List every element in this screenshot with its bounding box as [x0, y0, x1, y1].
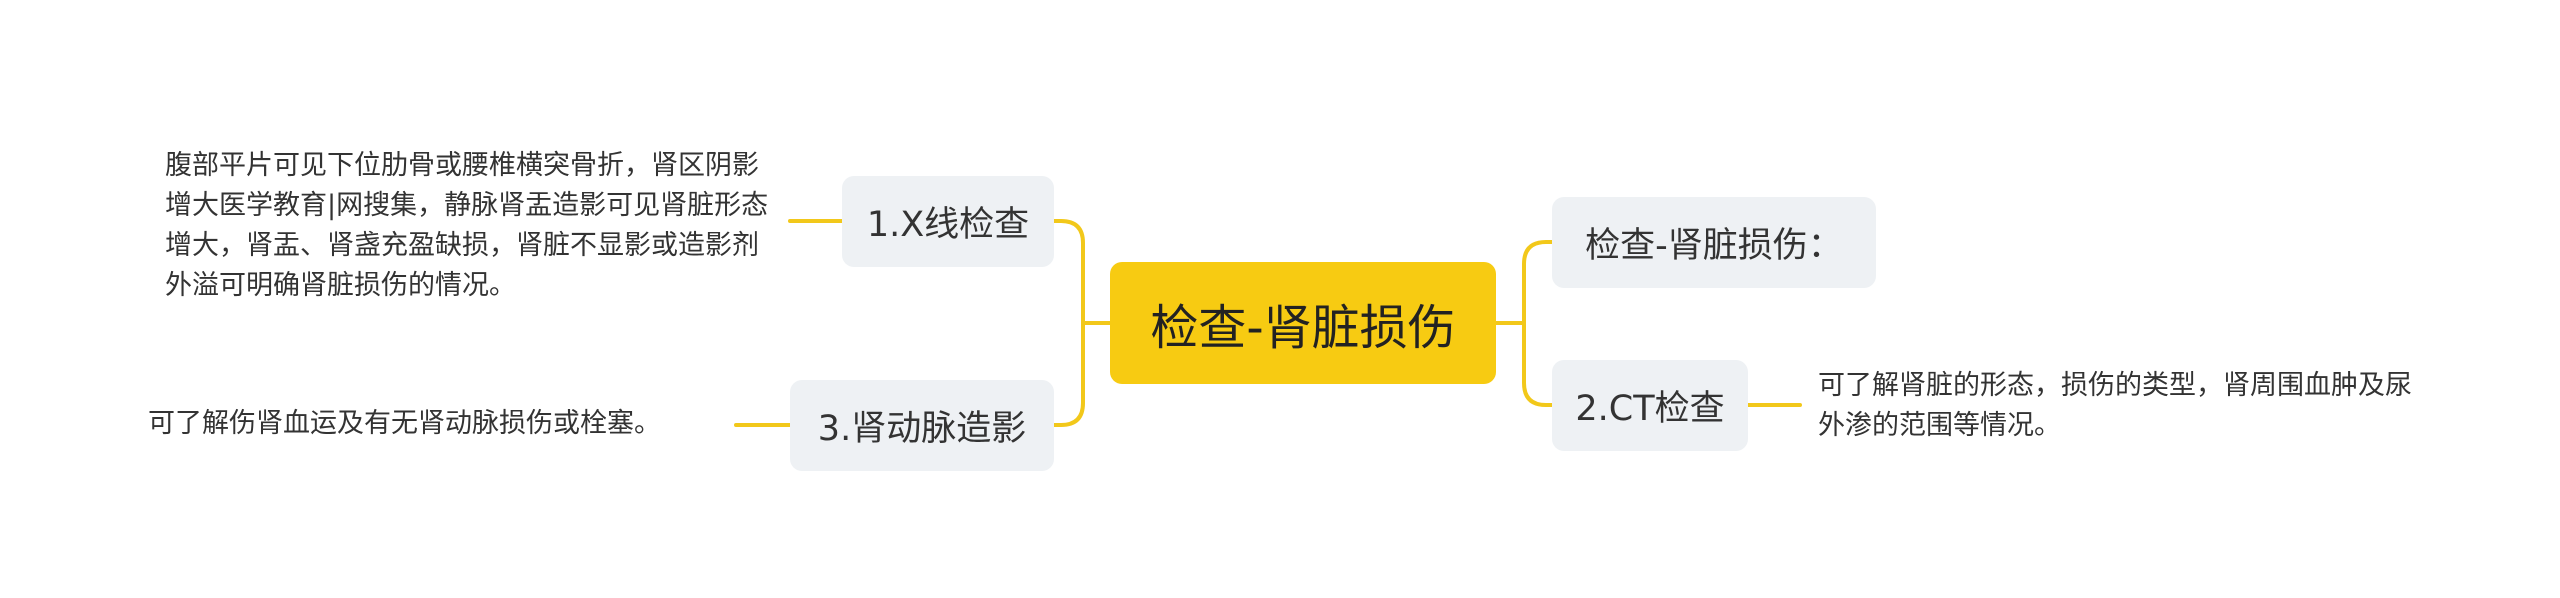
branch-angiography[interactable]: 3.肾动脉造影 [790, 380, 1054, 471]
branch-ct[interactable]: 2.CT检查 [1552, 360, 1748, 451]
branch-angiography-label: 3.肾动脉造影 [817, 409, 1027, 449]
leaf-xray-detail[interactable]: 腹部平片可见下位肋骨或腰椎横突骨折，肾区阴影增大医学教育|网搜集，静脉肾盂造影可… [165, 150, 769, 301]
leaf-ct-detail[interactable]: 可了解肾脏的形态，损伤的类型，肾周围血肿及尿外渗的范围等情况。 [1818, 370, 2412, 441]
branch-exam-title[interactable]: 检查-肾脏损伤： [1552, 197, 1876, 288]
branch-ct-label: 2.CT检查 [1575, 389, 1725, 429]
root-topic-label: 检查-肾脏损伤 [1150, 300, 1456, 356]
connector-root-exam-title [1522, 240, 1554, 325]
connector-root-xray [1052, 219, 1085, 325]
leaf-angiography-detail[interactable]: 可了解伤肾血运及有无肾动脉损伤或栓塞。 [148, 408, 661, 439]
branch-exam-title-label: 检查-肾脏损伤： [1585, 226, 1843, 266]
root-topic[interactable]: 检查-肾脏损伤 [1110, 262, 1496, 384]
connector-root-ct [1522, 321, 1554, 407]
branch-xray[interactable]: 1.X线检查 [842, 176, 1054, 267]
connector-root-angiography [1052, 321, 1085, 427]
branch-xray-label: 1.X线检查 [866, 205, 1030, 245]
